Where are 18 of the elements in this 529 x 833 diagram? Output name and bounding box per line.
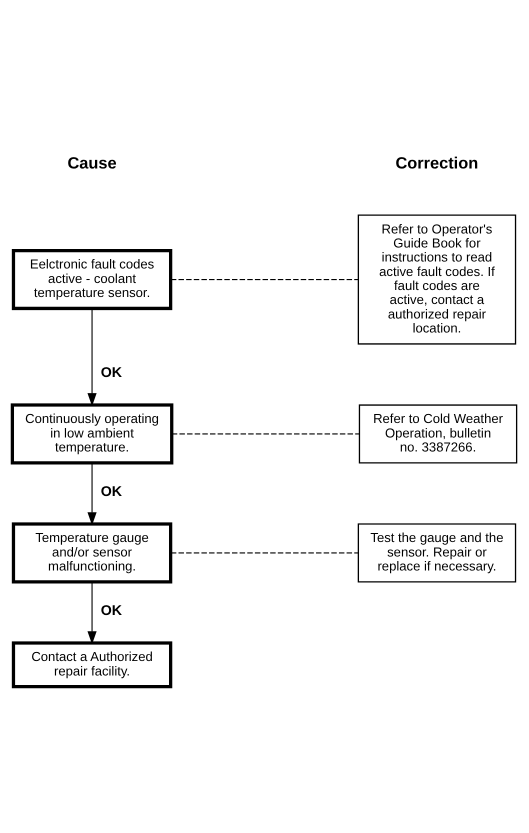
edge-label: OK xyxy=(100,603,122,620)
arrow xyxy=(87,308,97,406)
label: Correction xyxy=(395,154,478,173)
node-box: Temperature gauge and/or sensor malfunctioning. xyxy=(12,522,172,584)
edge-label: OK xyxy=(100,365,122,382)
edge-label: OK xyxy=(100,484,122,500)
node-box: Refer to Operator's Guide Book for instructions to read active fault codes. If fault codes are active, contact a authorized repair location. xyxy=(358,214,516,345)
node-box: Refer to Cold Weather Operation, bulletin no. 3387266. xyxy=(358,404,518,464)
connector xyxy=(170,552,358,554)
node-box: Eelctronic fault codes active - coolant temperature sensor. xyxy=(12,248,172,310)
connector xyxy=(172,433,359,434)
arrow xyxy=(87,463,97,526)
arrow xyxy=(87,582,97,644)
node-box: Contact a Authorized repair facility. xyxy=(12,641,172,688)
connector xyxy=(170,278,358,280)
node-box: Test the gauge and the sensor. Repair or replace if necessary. xyxy=(358,523,516,582)
label: Cause xyxy=(67,154,117,173)
node-box: Continuously operating in low ambient temperature. xyxy=(10,403,174,465)
